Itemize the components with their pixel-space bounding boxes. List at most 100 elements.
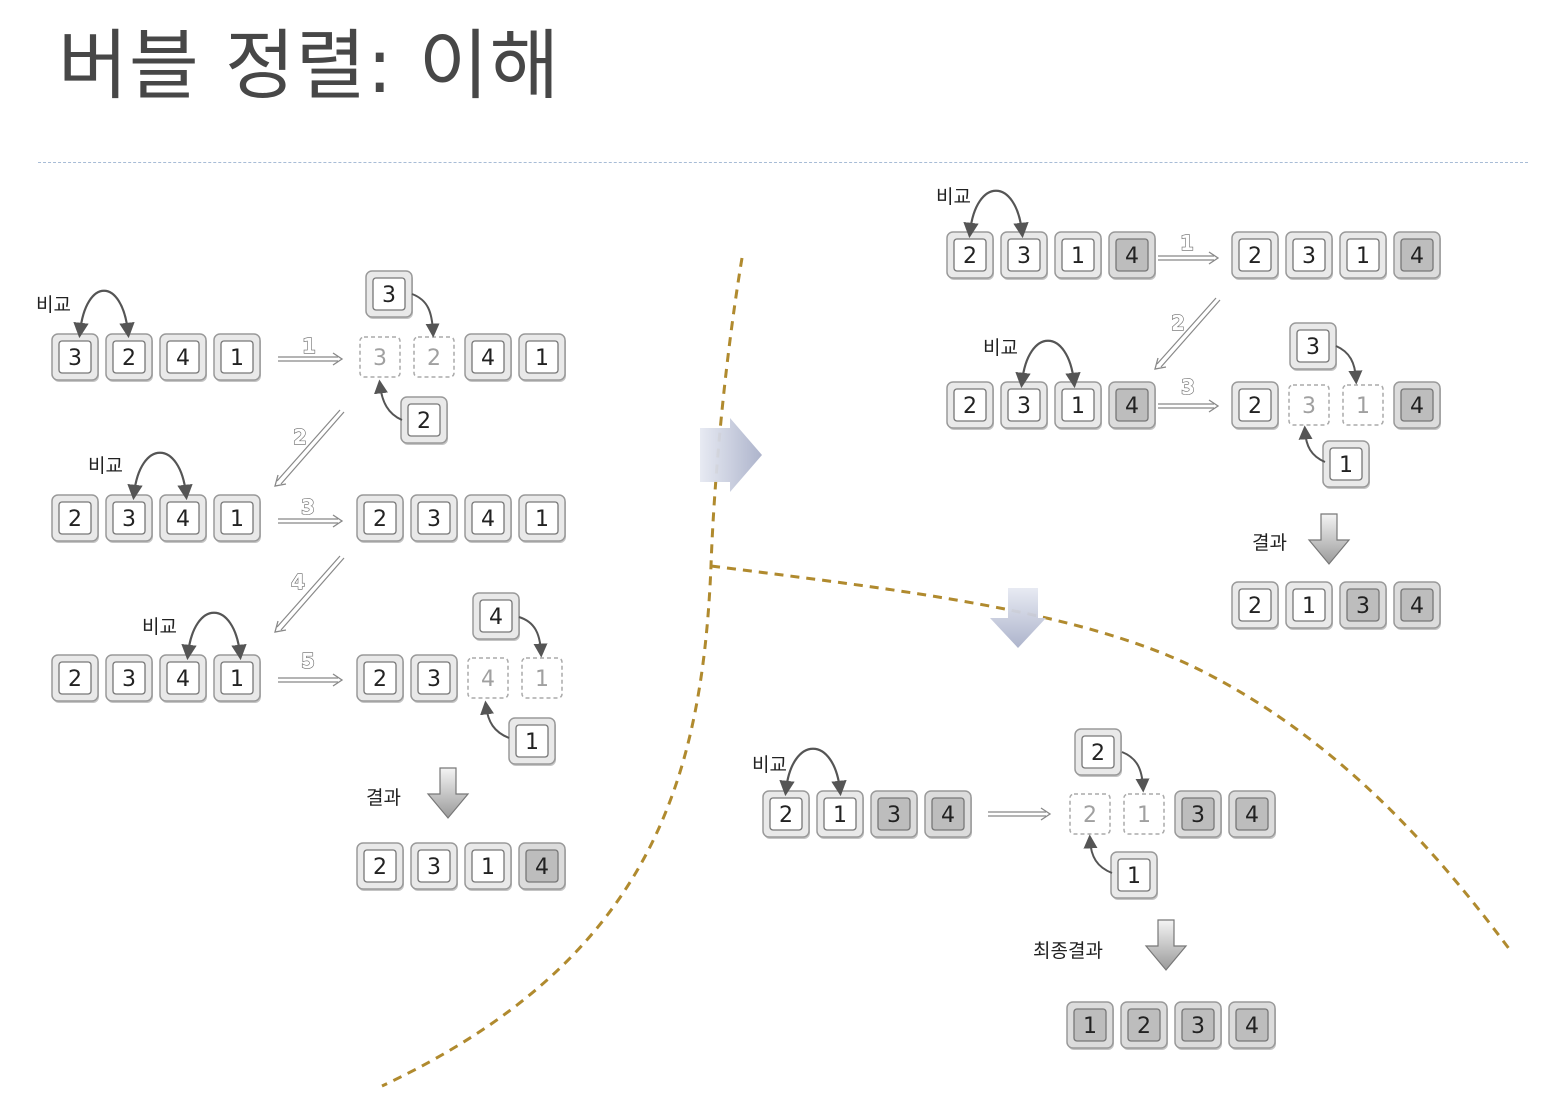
result-arrow bbox=[1144, 919, 1188, 971]
compare-label: 비교 bbox=[983, 337, 1018, 359]
array-cell: 4 bbox=[1393, 581, 1441, 630]
compare-label: 비교 bbox=[142, 616, 177, 638]
svg-text:1: 1 bbox=[230, 507, 244, 532]
svg-text:4: 4 bbox=[481, 346, 495, 371]
divider-curve-left bbox=[381, 257, 744, 1088]
array-cell: 3 bbox=[410, 842, 458, 891]
svg-text:2: 2 bbox=[963, 244, 977, 269]
array-cell: 3 bbox=[410, 654, 458, 703]
svg-text:2: 2 bbox=[68, 507, 82, 532]
svg-text:4: 4 bbox=[1125, 394, 1139, 419]
svg-text:1: 1 bbox=[1356, 394, 1370, 419]
swap-arrow bbox=[411, 293, 440, 338]
svg-text:1: 1 bbox=[230, 346, 244, 371]
svg-text:2: 2 bbox=[373, 855, 387, 880]
svg-text:4: 4 bbox=[1245, 803, 1259, 828]
swap-arrow bbox=[518, 616, 548, 658]
array-cell: 3 bbox=[1339, 581, 1387, 630]
title-divider bbox=[38, 162, 1528, 163]
svg-text:3: 3 bbox=[1306, 335, 1320, 360]
array-cell: 1 bbox=[464, 842, 512, 891]
svg-text:3: 3 bbox=[887, 803, 901, 828]
array-cell: 2 bbox=[762, 790, 810, 839]
svg-text:1: 1 bbox=[481, 855, 495, 880]
svg-text:1: 1 bbox=[1356, 244, 1370, 269]
next-step-arrow bbox=[988, 807, 1052, 821]
svg-text:1: 1 bbox=[1083, 1014, 1097, 1039]
array-cell: 4 bbox=[924, 790, 972, 839]
svg-text:1: 1 bbox=[1339, 453, 1353, 478]
svg-text:1: 1 bbox=[535, 667, 549, 692]
array-cell: 4 bbox=[467, 657, 509, 699]
next-step-arrow bbox=[278, 514, 344, 528]
compare-arc bbox=[779, 747, 847, 797]
array-cell: 2 bbox=[51, 494, 99, 543]
next-row-arrow bbox=[274, 555, 345, 633]
svg-text:4: 4 bbox=[489, 605, 503, 630]
compare-label: 비교 bbox=[936, 186, 971, 208]
next-step-arrow bbox=[278, 673, 344, 687]
svg-text:2: 2 bbox=[417, 409, 431, 434]
array-cell: 3 bbox=[1174, 790, 1222, 839]
svg-text:2: 2 bbox=[427, 346, 441, 371]
array-cell: 3 bbox=[870, 790, 918, 839]
array-cell: 2 bbox=[1120, 1001, 1168, 1050]
array-cell: 3 bbox=[359, 336, 401, 378]
array-cell: 2 bbox=[105, 333, 153, 382]
array-cell: 3 bbox=[1285, 231, 1333, 280]
array-cell: 1 bbox=[1339, 231, 1387, 280]
svg-text:3: 3 bbox=[122, 507, 136, 532]
compare-label: 비교 bbox=[36, 294, 71, 316]
array-cell: 1 bbox=[518, 333, 566, 382]
array-cell: 4 bbox=[159, 654, 207, 703]
swap-arrow bbox=[1083, 834, 1113, 874]
array-cell: 4 bbox=[1228, 790, 1276, 839]
svg-text:2: 2 bbox=[1248, 394, 1262, 419]
array-cell: 2 bbox=[1069, 793, 1111, 835]
array-cell: 2 bbox=[1231, 381, 1279, 430]
compare-arc bbox=[181, 611, 247, 661]
compare-arc bbox=[963, 189, 1029, 239]
array-cell: 2 bbox=[946, 231, 994, 280]
svg-text:4: 4 bbox=[941, 803, 955, 828]
swap-arrow bbox=[374, 379, 403, 421]
array-cell: 2 bbox=[356, 494, 404, 543]
svg-text:2: 2 bbox=[1083, 803, 1097, 828]
svg-text:3: 3 bbox=[1356, 594, 1370, 619]
next-row-arrow bbox=[1154, 297, 1221, 370]
next-step-arrow bbox=[278, 352, 344, 366]
array-cell: 1 bbox=[521, 657, 563, 699]
array-cell: 1 bbox=[213, 333, 261, 382]
svg-text:2: 2 bbox=[1248, 594, 1262, 619]
next-step-arrow bbox=[1158, 251, 1220, 265]
moving-cell: 1 bbox=[1110, 851, 1158, 900]
svg-text:1: 1 bbox=[535, 346, 549, 371]
svg-text:1: 1 bbox=[525, 730, 539, 755]
moving-cell: 1 bbox=[1322, 440, 1370, 489]
svg-text:4: 4 bbox=[1410, 244, 1424, 269]
svg-text:4: 4 bbox=[535, 855, 549, 880]
svg-text:2: 2 bbox=[373, 667, 387, 692]
svg-text:2: 2 bbox=[1091, 741, 1105, 766]
array-cell: 1 bbox=[1123, 793, 1165, 835]
step-number: 2 bbox=[293, 425, 307, 449]
array-cell: 2 bbox=[51, 654, 99, 703]
svg-text:3: 3 bbox=[1302, 394, 1316, 419]
compare-arc bbox=[127, 451, 193, 501]
svg-text:4: 4 bbox=[176, 507, 190, 532]
result-arrow bbox=[1307, 513, 1351, 565]
array-cell: 4 bbox=[518, 842, 566, 891]
array-cell: 4 bbox=[1108, 381, 1156, 430]
array-cell: 1 bbox=[1342, 384, 1384, 426]
flow-arrow-right bbox=[700, 418, 762, 492]
array-cell: 4 bbox=[1393, 381, 1441, 430]
moving-cell: 1 bbox=[508, 717, 556, 766]
array-cell: 2 bbox=[413, 336, 455, 378]
svg-text:3: 3 bbox=[427, 667, 441, 692]
moving-cell: 4 bbox=[472, 592, 520, 641]
svg-text:3: 3 bbox=[427, 855, 441, 880]
svg-text:3: 3 bbox=[427, 507, 441, 532]
svg-text:3: 3 bbox=[122, 667, 136, 692]
svg-text:1: 1 bbox=[1137, 803, 1151, 828]
svg-text:1: 1 bbox=[1127, 864, 1141, 889]
